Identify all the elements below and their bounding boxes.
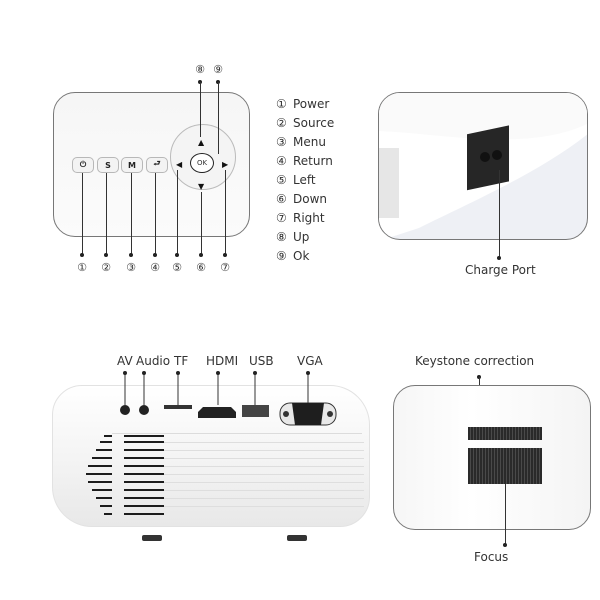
charge-port-illustration (378, 92, 588, 240)
callout-number-6: ⑥ (196, 261, 206, 274)
leader-dot (503, 543, 507, 547)
charge-port-label: Charge Port (465, 263, 536, 277)
leader-dot (497, 256, 501, 260)
leader-dot (104, 253, 108, 257)
leader-dot (199, 253, 203, 257)
leader-dot (153, 253, 157, 257)
up-arrow-icon: ▲ (198, 138, 205, 147)
focus-wheel (468, 448, 542, 484)
ok-label: OK (196, 159, 208, 167)
menu-glyph: M (128, 160, 136, 170)
source-glyph: S (105, 160, 111, 170)
leader-line (177, 170, 178, 255)
leader-dot (80, 253, 84, 257)
callout-number-1: ① (77, 261, 87, 274)
body-seam (112, 433, 362, 434)
port-label-hdmi: HDMI (206, 354, 239, 368)
power-button: ⏻ (72, 157, 94, 173)
leader-line (505, 484, 506, 544)
foot (142, 535, 162, 541)
leader-line (218, 82, 219, 154)
return-button: ⮐ (146, 157, 168, 173)
callout-number-5: ⑤ (172, 261, 182, 274)
leader-dot (129, 253, 133, 257)
down-arrow-icon: ▼ (198, 182, 205, 191)
keystone-label: Keystone correction (415, 354, 535, 368)
focus-label: Focus (474, 550, 509, 564)
callout-number-7: ⑦ (220, 261, 230, 274)
port-and-vent-graphic (86, 371, 364, 515)
menu-button: M (121, 157, 143, 173)
return-icon: ⮐ (153, 159, 161, 168)
power-icon: ⏻ (79, 160, 87, 169)
callout-number-3: ③ (126, 261, 136, 274)
leader-line (131, 173, 132, 255)
port-label-usb: USB (249, 354, 274, 368)
port-label-av: AV (117, 354, 133, 368)
leader-line (499, 170, 500, 257)
callout-number-9: ⑨ (213, 63, 223, 76)
callout-number-4: ④ (150, 261, 160, 274)
projector-corner-graphic (379, 93, 587, 239)
port-label-tf: TF (174, 354, 189, 368)
port-label-vga: VGA (297, 354, 323, 368)
callout-number-2: ② (101, 261, 111, 274)
leader-dot (223, 253, 227, 257)
right-arrow-icon: ▶ (222, 160, 229, 169)
source-button: S (97, 157, 119, 173)
leader-line (106, 173, 107, 255)
leader-line (225, 170, 226, 255)
ok-button: OK (190, 153, 214, 173)
keystone-wheel (468, 427, 542, 440)
leader-line (201, 192, 202, 255)
left-arrow-icon: ◀ (176, 160, 183, 169)
leader-line (200, 82, 201, 137)
callout-number-8: ⑧ (195, 63, 205, 76)
leader-dot (175, 253, 179, 257)
leader-line (155, 173, 156, 255)
port-label-audio: Audio (136, 354, 171, 368)
leader-line (82, 173, 83, 255)
foot (287, 535, 307, 541)
